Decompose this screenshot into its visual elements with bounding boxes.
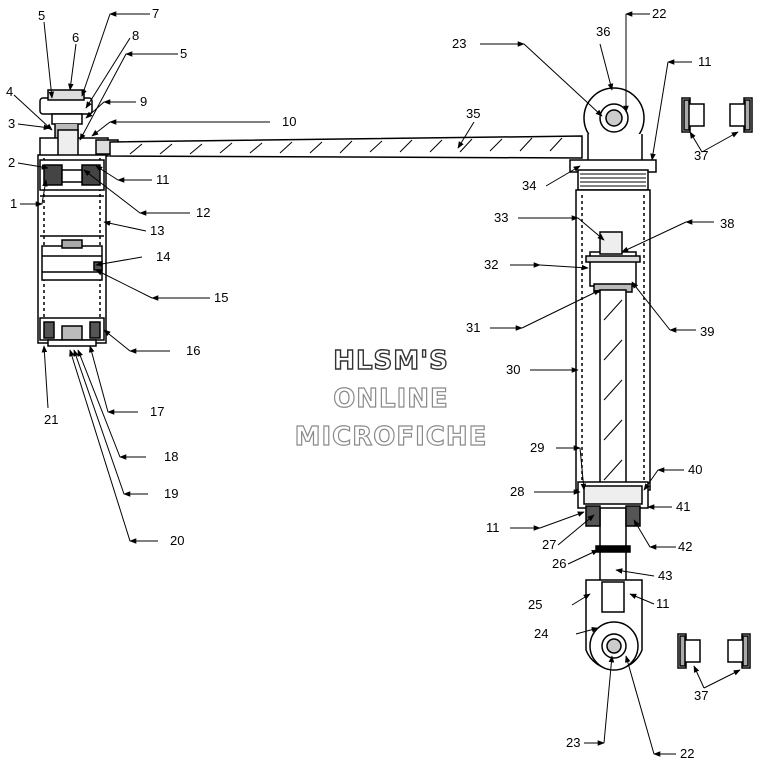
callout-25: 25 xyxy=(528,597,542,612)
callout-37-top: 37 xyxy=(694,148,708,163)
callout-labels: 5 6 7 8 5 4 9 3 10 2 11 1 12 13 14 15 16… xyxy=(6,6,734,761)
callout-11-top: 11 xyxy=(698,54,712,69)
callout-28: 28 xyxy=(510,484,524,499)
leader-lines xyxy=(13,11,741,757)
callout-18: 18 xyxy=(164,449,178,464)
callout-24: 24 xyxy=(534,626,548,641)
callout-27: 27 xyxy=(542,537,556,552)
callout-16: 16 xyxy=(186,343,200,358)
callout-13: 13 xyxy=(150,223,164,238)
callout-23-top: 23 xyxy=(452,36,466,51)
callout-39: 39 xyxy=(700,324,714,339)
reservoir-hose xyxy=(109,135,583,159)
callout-35: 35 xyxy=(466,106,480,121)
callout-42: 42 xyxy=(678,539,692,554)
callout-30: 30 xyxy=(506,362,520,377)
bushing-set-lower xyxy=(677,633,751,669)
watermark-line-2: ONLINE xyxy=(333,383,449,414)
callout-21: 21 xyxy=(44,412,58,427)
callout-8: 8 xyxy=(132,28,139,43)
callout-22-bottom: 22 xyxy=(680,746,694,761)
callout-20: 20 xyxy=(170,533,184,548)
callout-10: 10 xyxy=(282,114,296,129)
callout-26: 26 xyxy=(552,556,566,571)
callout-32: 32 xyxy=(484,257,498,272)
callout-14: 14 xyxy=(156,249,170,264)
callout-15: 15 xyxy=(214,290,228,305)
shock-body xyxy=(569,87,657,671)
callout-33: 33 xyxy=(494,210,508,225)
callout-29: 29 xyxy=(530,440,544,455)
callout-31: 31 xyxy=(466,320,480,335)
callout-12: 12 xyxy=(196,205,210,220)
callout-22-top: 22 xyxy=(652,6,666,21)
callout-34: 34 xyxy=(522,178,536,193)
reservoir-assembly xyxy=(37,89,119,347)
callout-38: 38 xyxy=(720,216,734,231)
callout-6: 6 xyxy=(72,30,79,45)
callout-11-lower: 11 xyxy=(486,520,500,535)
callout-7: 7 xyxy=(152,6,159,21)
callout-40: 40 xyxy=(688,462,702,477)
callout-5-top: 5 xyxy=(38,8,45,23)
watermark-line-1: HLSM'S xyxy=(332,345,449,376)
callout-5-second: 5 xyxy=(180,46,187,61)
callout-43: 43 xyxy=(658,568,672,583)
callout-37-bottom: 37 xyxy=(694,688,708,703)
callout-4: 4 xyxy=(6,84,13,99)
callout-11-reservoir: 11 xyxy=(156,172,170,187)
callout-41: 41 xyxy=(676,499,690,514)
callout-1: 1 xyxy=(10,196,17,211)
watermark-line-3: MICROFICHE xyxy=(294,421,488,452)
callout-9: 9 xyxy=(140,94,147,109)
callout-23-bottom: 23 xyxy=(566,735,580,750)
callout-17: 17 xyxy=(150,404,164,419)
bushing-set-upper xyxy=(681,97,753,133)
callout-19: 19 xyxy=(164,486,178,501)
callout-2: 2 xyxy=(8,155,15,170)
callout-3: 3 xyxy=(8,116,15,131)
callout-36: 36 xyxy=(596,24,610,39)
callout-11-bottom: 11 xyxy=(656,596,670,611)
